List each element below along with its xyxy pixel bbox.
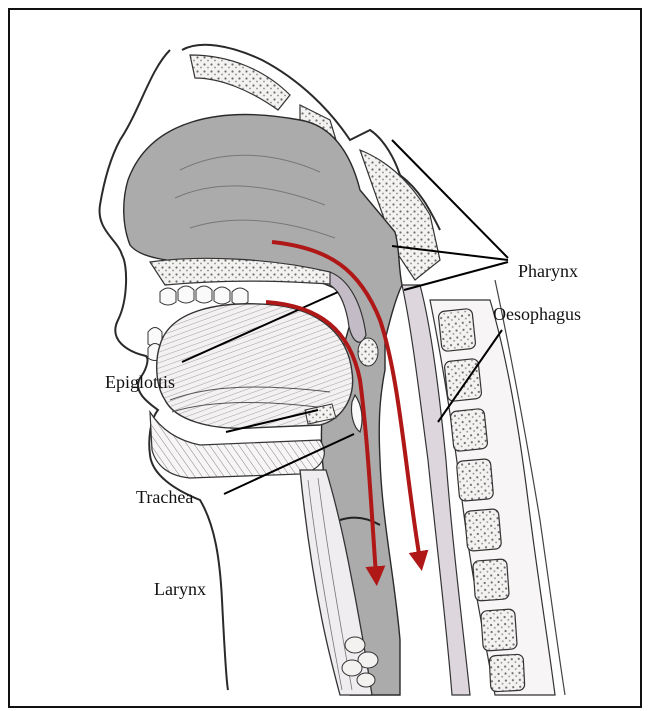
label-larynx: Larynx bbox=[154, 579, 206, 600]
frontal-bone bbox=[190, 55, 290, 110]
upper-teeth bbox=[160, 286, 248, 305]
tonsil bbox=[358, 338, 378, 366]
label-oesophagus: Oesophagus bbox=[493, 304, 581, 325]
label-trachea: Trachea bbox=[136, 487, 193, 508]
label-pharynx: Pharynx bbox=[518, 261, 578, 282]
label-epiglottis: Epiglottis bbox=[105, 372, 175, 393]
